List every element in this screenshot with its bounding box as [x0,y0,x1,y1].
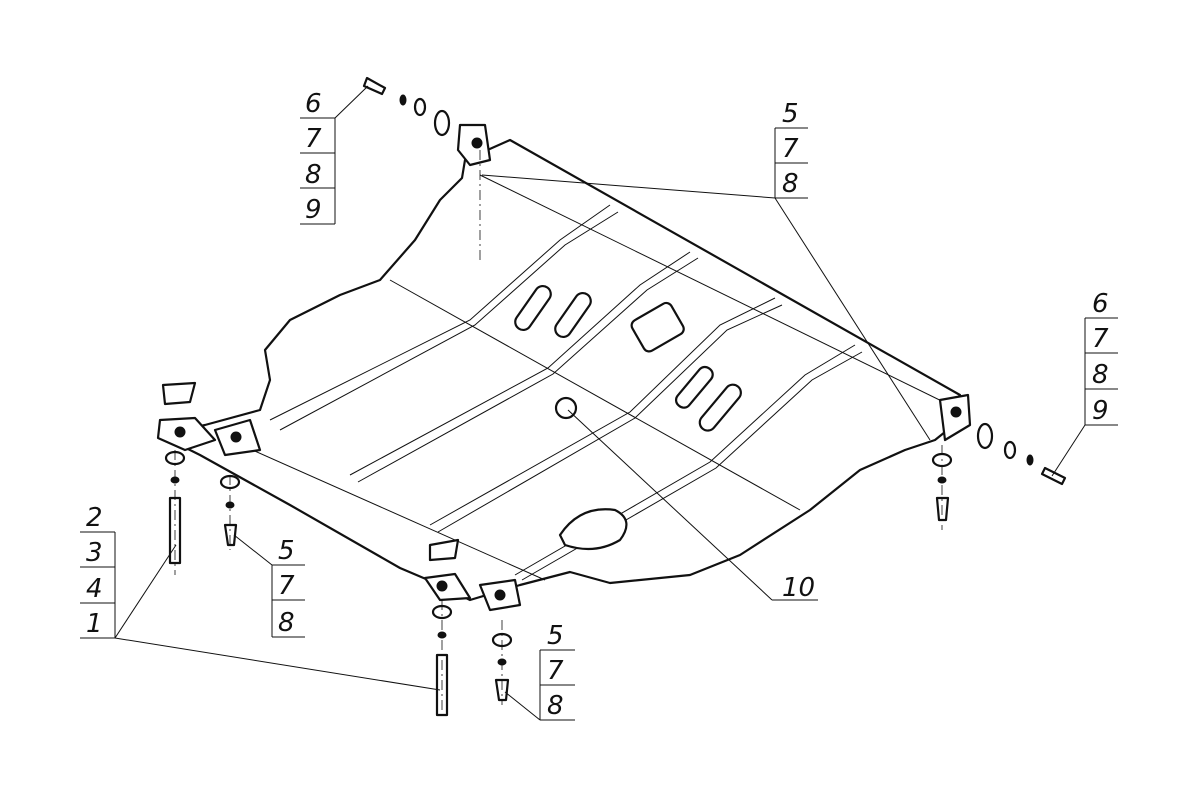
callout-drain: 10 [772,573,818,603]
callout-label: 5 [782,99,799,129]
callout-label: 6 [1092,289,1109,319]
mounting-brackets [156,123,972,612]
callout-label: 8 [305,160,322,190]
callout-label: 8 [278,608,295,638]
callout-label: 2 [86,503,103,533]
skid-plate-outline [158,138,962,602]
callout-label: 10 [782,573,815,603]
callout-label: 9 [1092,396,1109,426]
callout-label: 8 [782,169,799,199]
callout-label: 7 [1092,324,1109,354]
callout-label: 6 [305,89,322,119]
callout-right: 6 7 8 9 [1084,289,1118,426]
callout-label: 8 [1092,360,1109,390]
callout-top-center: 5 7 8 [774,99,808,199]
leader-lines [114,85,1086,721]
callout-label: 9 [305,195,322,225]
callout-label: 8 [547,691,564,721]
callout-label: 3 [86,538,103,568]
callout-label: 7 [278,571,295,601]
callout-label: 4 [86,574,103,604]
callout-top-left: 6 7 8 9 [300,89,336,225]
callout-left: 2 3 4 1 [80,503,116,639]
callout-mid-left: 5 7 8 [271,536,305,638]
callout-label: 7 [547,656,564,686]
callout-label: 5 [547,621,564,651]
callout-label: 1 [86,609,103,639]
plate-openings [514,284,742,551]
callout-label: 7 [305,124,322,154]
callout-label: 5 [278,536,295,566]
callout-bottom: 5 7 8 [539,621,575,721]
axis-lines [174,150,943,720]
callout-label: 7 [782,134,799,164]
